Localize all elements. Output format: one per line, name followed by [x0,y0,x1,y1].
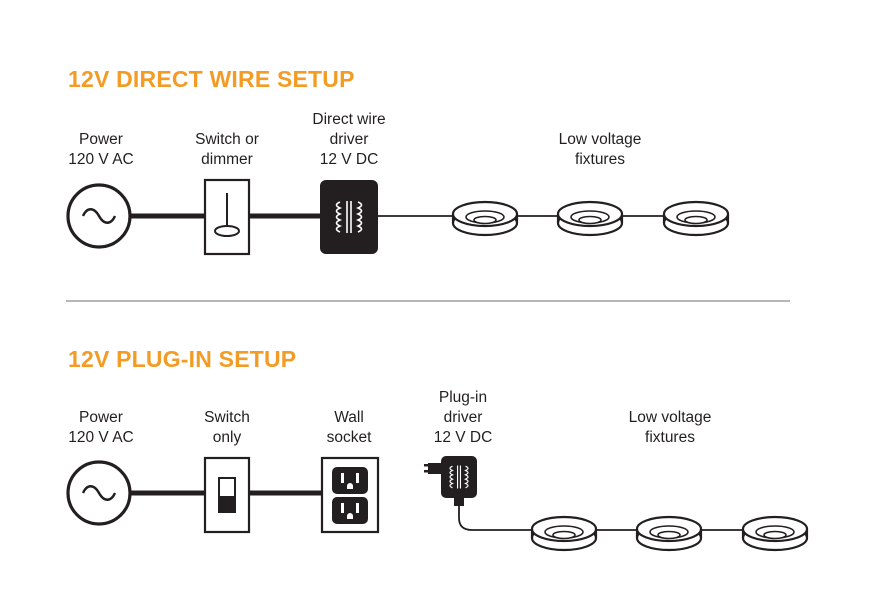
direct-fixtures-label-line1: Low voltage [558,131,642,148]
direct-power-label-line1: Power [79,131,123,148]
plug-switch-label-line2: only [212,429,242,446]
plug-socket-label-line2: socket [326,429,372,446]
plug-driver-label-line2: driver [443,409,483,426]
puck-light-icon [556,200,624,237]
puck-light-icon [741,515,809,552]
direct-switch-label: Switch or dimmer [195,130,259,170]
plug-driver-label-line3: 12 V DC [433,429,493,446]
ac-power-icon [66,460,132,526]
direct-switch-label-line2: dimmer [201,151,253,168]
outlet-icon [320,456,380,534]
plug-power-label-line1: Power [79,409,123,426]
direct-switch-label-line1: Switch or [195,131,259,148]
plug-switch-label: Switch only [204,408,250,448]
direct-wire-title: 12V DIRECT WIRE SETUP [68,66,355,92]
direct-fixtures-label: Low voltage fixtures [559,130,642,170]
plug-driver-label-line1: Plug-in [438,389,488,406]
plug-fixtures-label-line2: fixtures [645,429,695,446]
direct-fixtures-label-line2: fixtures [575,151,625,168]
direct-driver-label-line1: Direct wire [312,111,386,128]
puck-light-icon [635,515,703,552]
transformer-icon [320,180,378,254]
direct-power-label-line2: 120 V AC [68,151,134,168]
puck-light-icon [662,200,730,237]
direct-driver-label: Direct wire driver 12 V DC [312,110,385,170]
dimmer-switch-icon [203,178,251,256]
plug-switch-label-line1: Switch [204,409,250,426]
puck-light-icon [451,200,519,237]
plug-fixtures-label: Low voltage fixtures [629,408,712,448]
direct-driver-label-line2: driver [329,131,369,148]
direct-power-label: Power 120 V AC [68,130,134,170]
direct-driver-label-line3: 12 V DC [319,151,379,168]
plug-driver-label: Plug-in driver 12 V DC [434,388,493,448]
plug-socket-label-line1: Wall [334,409,364,426]
plug-power-label-line2: 120 V AC [68,429,134,446]
plug-in-adapter-icon [424,456,800,531]
ac-power-icon [66,183,132,249]
plug-socket-label: Wall socket [327,408,372,448]
plug-power-label: Power 120 V AC [68,408,134,448]
plug-fixtures-label-line1: Low voltage [628,409,712,426]
puck-light-icon [530,515,598,552]
plug-in-title: 12V PLUG-IN SETUP [68,346,297,372]
toggle-switch-icon [203,456,251,534]
